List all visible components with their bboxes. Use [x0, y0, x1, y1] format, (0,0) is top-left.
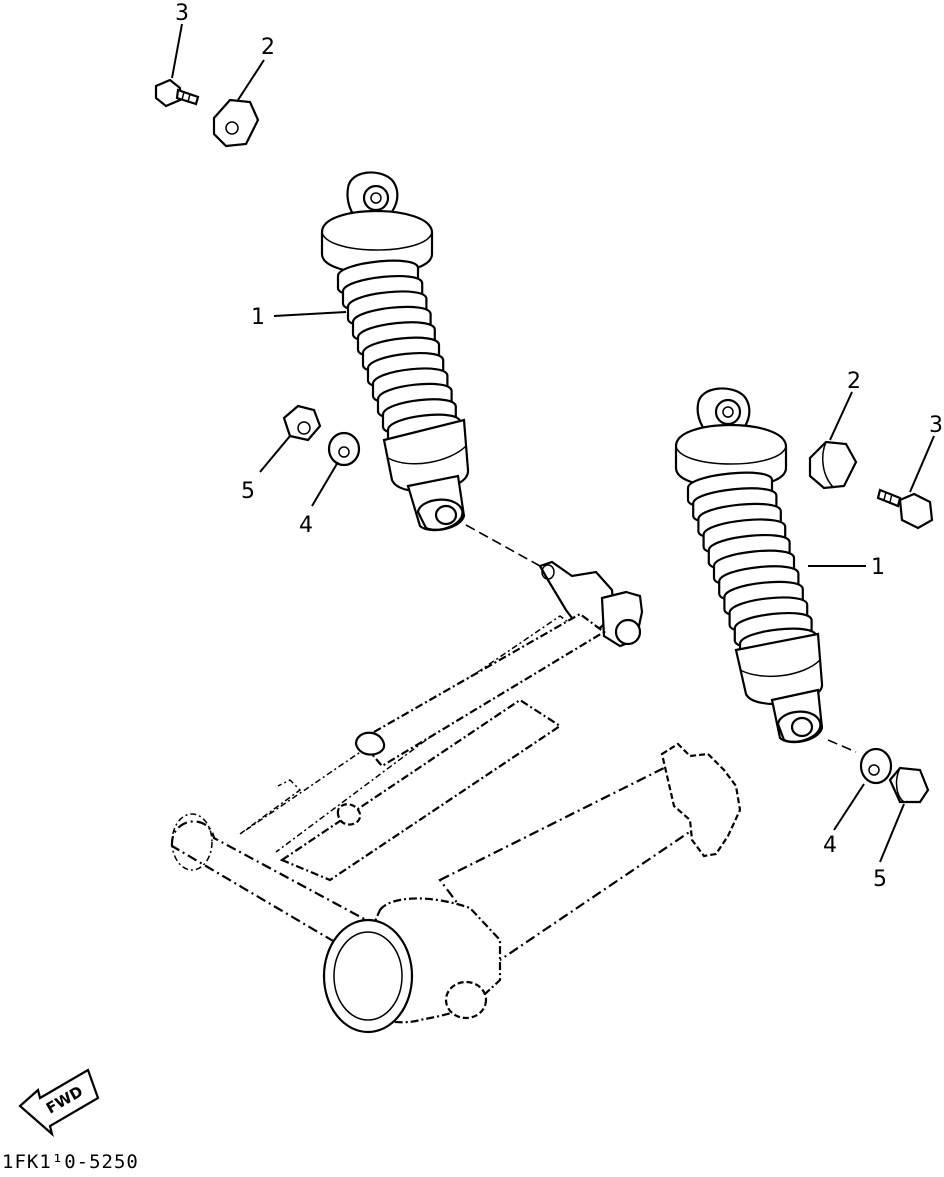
callout-3-right: 3 — [929, 413, 943, 438]
leader-lines — [171, 23, 935, 863]
callout-4-right: 4 — [823, 833, 837, 858]
callout-2-right: 2 — [847, 369, 861, 394]
bolt-upper-left — [154, 78, 200, 108]
washer-right — [859, 747, 893, 785]
nut-right — [888, 766, 930, 804]
collar-right — [808, 440, 858, 490]
callout-1-left: 1 — [251, 305, 265, 330]
callout-3-upper-left: 3 — [175, 1, 189, 26]
drawing-code: 1FK1¹0-5250 — [2, 1151, 139, 1173]
bolt-right — [876, 488, 934, 530]
washer-left — [327, 431, 361, 467]
nut-left — [282, 404, 322, 442]
callout-4-left: 4 — [299, 513, 313, 538]
collar-upper-left — [212, 98, 260, 148]
callout-2-upper-left: 2 — [261, 35, 275, 60]
callout-5-right: 5 — [873, 867, 887, 892]
fwd-arrow-icon: FWD — [18, 1068, 100, 1138]
shock-absorber-right — [674, 387, 824, 744]
swingarm — [170, 560, 742, 1034]
callout-5-left: 5 — [241, 479, 255, 504]
callout-1-right: 1 — [871, 555, 885, 580]
shock-absorber-left — [320, 171, 470, 532]
